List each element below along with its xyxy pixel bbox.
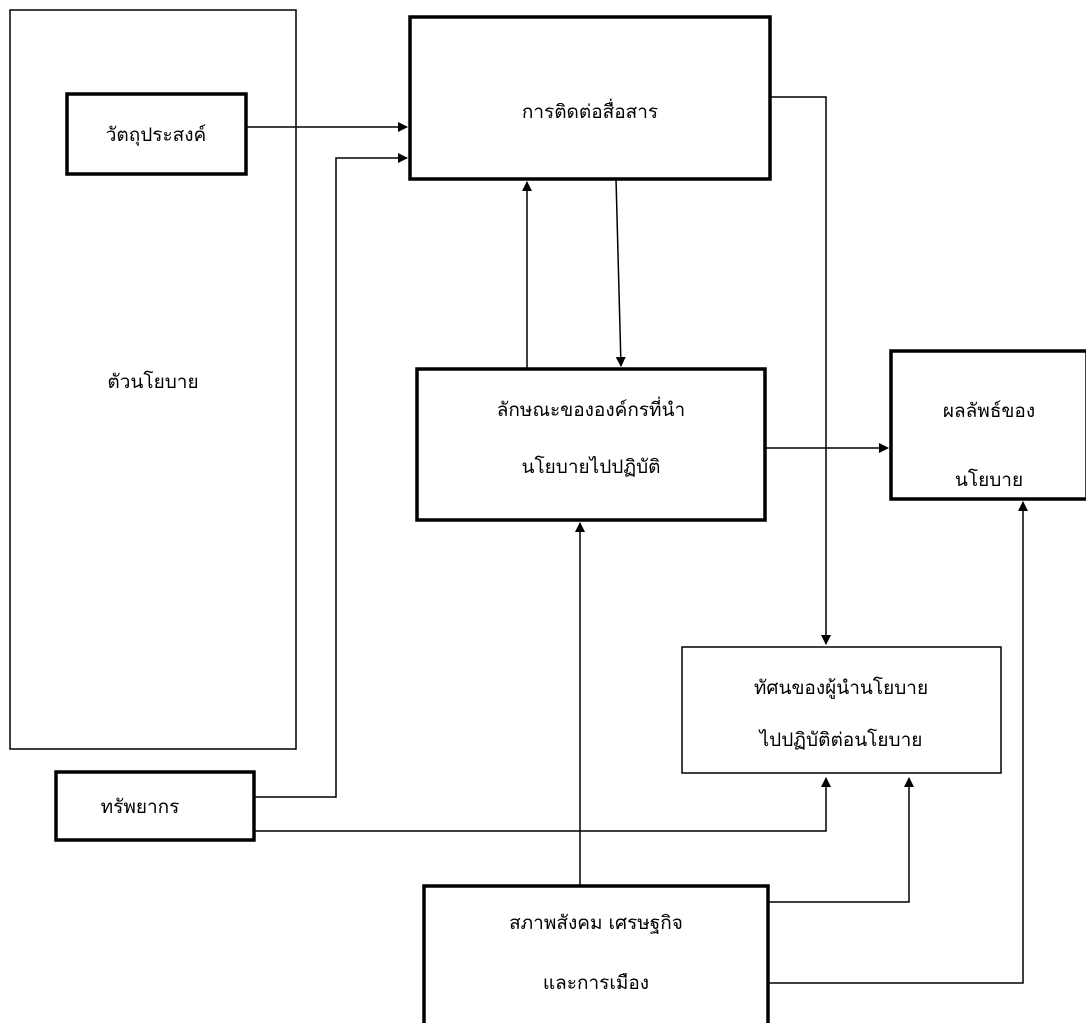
policy-container: [9, 9, 297, 750]
arrow-resources-to-communication: [254, 153, 408, 798]
objectives-box: [65, 92, 248, 176]
communication-box: [408, 15, 772, 181]
organization-box: [415, 367, 767, 522]
environment-label-line1: สภาพสังคม เศรษฐกิจ: [509, 912, 683, 934]
arrow-environment-to-attitude: [768, 777, 914, 903]
attitude-label-line1: ทัศนของผู้นำนโยบาย: [754, 676, 928, 699]
environment-box: [422, 884, 770, 1023]
attitude-label-line2: ไปปฏิบัติต่อนโยบาย: [758, 728, 923, 751]
policy-label: ตัวนโยบาย: [107, 370, 198, 393]
communication-label: การติดต่อสื่อสาร: [522, 98, 658, 123]
arrow-environment-to-outcome: [768, 501, 1028, 984]
environment-label-line2: และการเมือง: [543, 972, 649, 994]
arrow-resources-to-attitude: [254, 777, 831, 832]
outcome-label-line2: นโยบาย: [955, 468, 1023, 491]
resources-label: ทรัพยากร: [101, 796, 180, 818]
organization-label-line2: นโยบายไปปฏิบัติ: [521, 455, 660, 478]
attitude-box: [681, 646, 1002, 774]
arrow-communication-to-organization: [615, 178, 626, 367]
outcome-label-line1: ผลลัพธ์ของ: [943, 400, 1035, 422]
resources-box: [54, 770, 256, 842]
organization-label-line1: ลักษณะขององค์กรที่นำ: [497, 396, 685, 421]
arrow-communication-to-attitude: [770, 96, 831, 645]
outcome-box: [889, 349, 1086, 501]
objectives-label: วัตถุประสงค์: [106, 124, 207, 147]
